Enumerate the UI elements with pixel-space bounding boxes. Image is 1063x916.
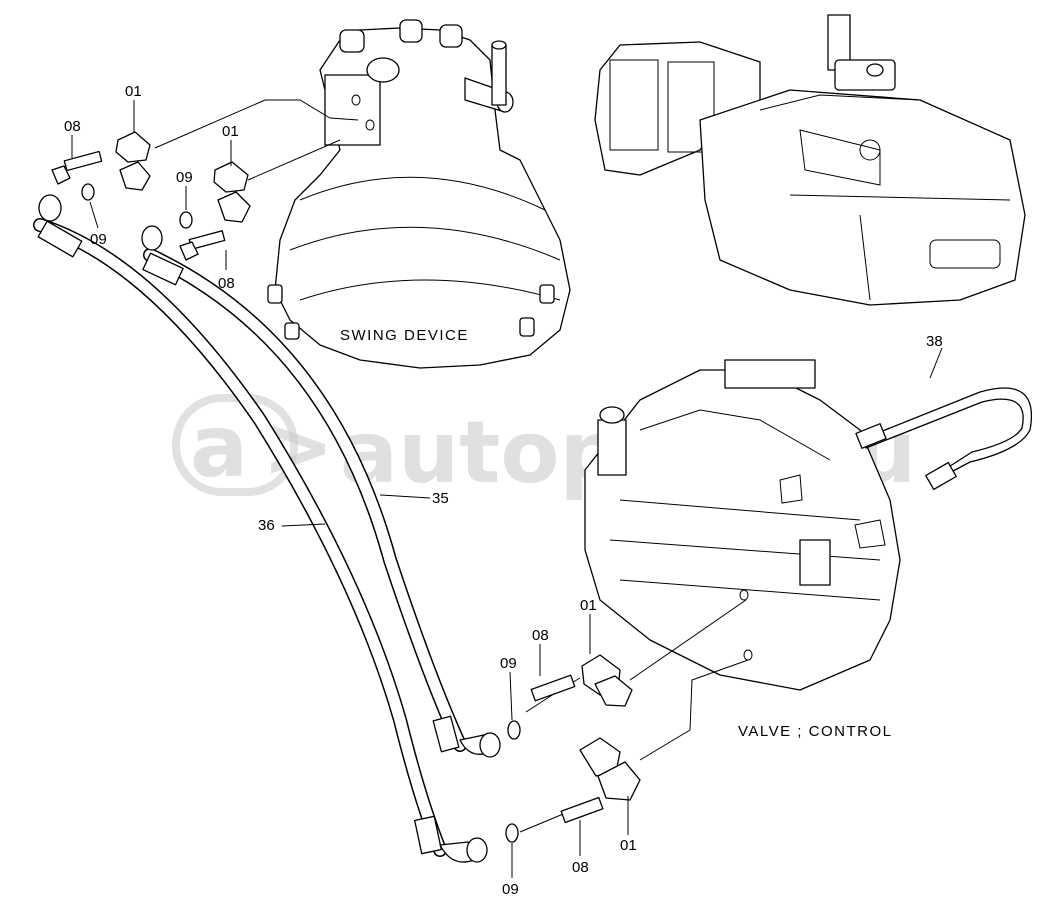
callout-09-swing-mid: 09 (176, 169, 193, 186)
callout-38: 38 (926, 333, 943, 350)
hose-38 (855, 347, 1032, 491)
hose-36 (33, 194, 488, 863)
valve-flange-set-2 (505, 737, 641, 843)
callout-01-swing-top: 01 (125, 83, 142, 100)
callout-09-valve-bottom: 09 (502, 881, 519, 898)
callout-01-swing-mid: 01 (222, 123, 239, 140)
watermark-logo-glyph: a (190, 397, 248, 497)
callout-35: 35 (432, 490, 449, 507)
callout-01-valve-top: 01 (580, 597, 597, 614)
callout-08-valve-top: 08 (532, 627, 549, 644)
hose-35 (141, 225, 501, 758)
swing-flange-set-2 (179, 161, 251, 261)
control-valve-caption: VALVE ; CONTROL (738, 723, 892, 740)
callout-36: 36 (258, 517, 275, 534)
callout-09-swing-left: 09 (90, 231, 107, 248)
callout-01-valve-bottom: 01 (620, 837, 637, 854)
callout-08-valve-bottom: 08 (572, 859, 589, 876)
excavator-overview-drawing (594, 14, 1026, 306)
swing-device-caption: SWING DEVICE (340, 327, 469, 344)
callout-09-valve-top: 09 (500, 655, 517, 672)
swing-device-drawing (267, 19, 571, 369)
callout-08-swing-top: 08 (64, 118, 81, 135)
callout-08-swing-mid: 08 (218, 275, 235, 292)
control-valve-drawing (584, 359, 901, 691)
valve-flange-set-1 (507, 654, 633, 740)
swing-flange-set-1 (51, 131, 151, 201)
callouts: 01 01 01 01 08 08 08 08 09 09 09 09 35 3… (64, 83, 943, 898)
